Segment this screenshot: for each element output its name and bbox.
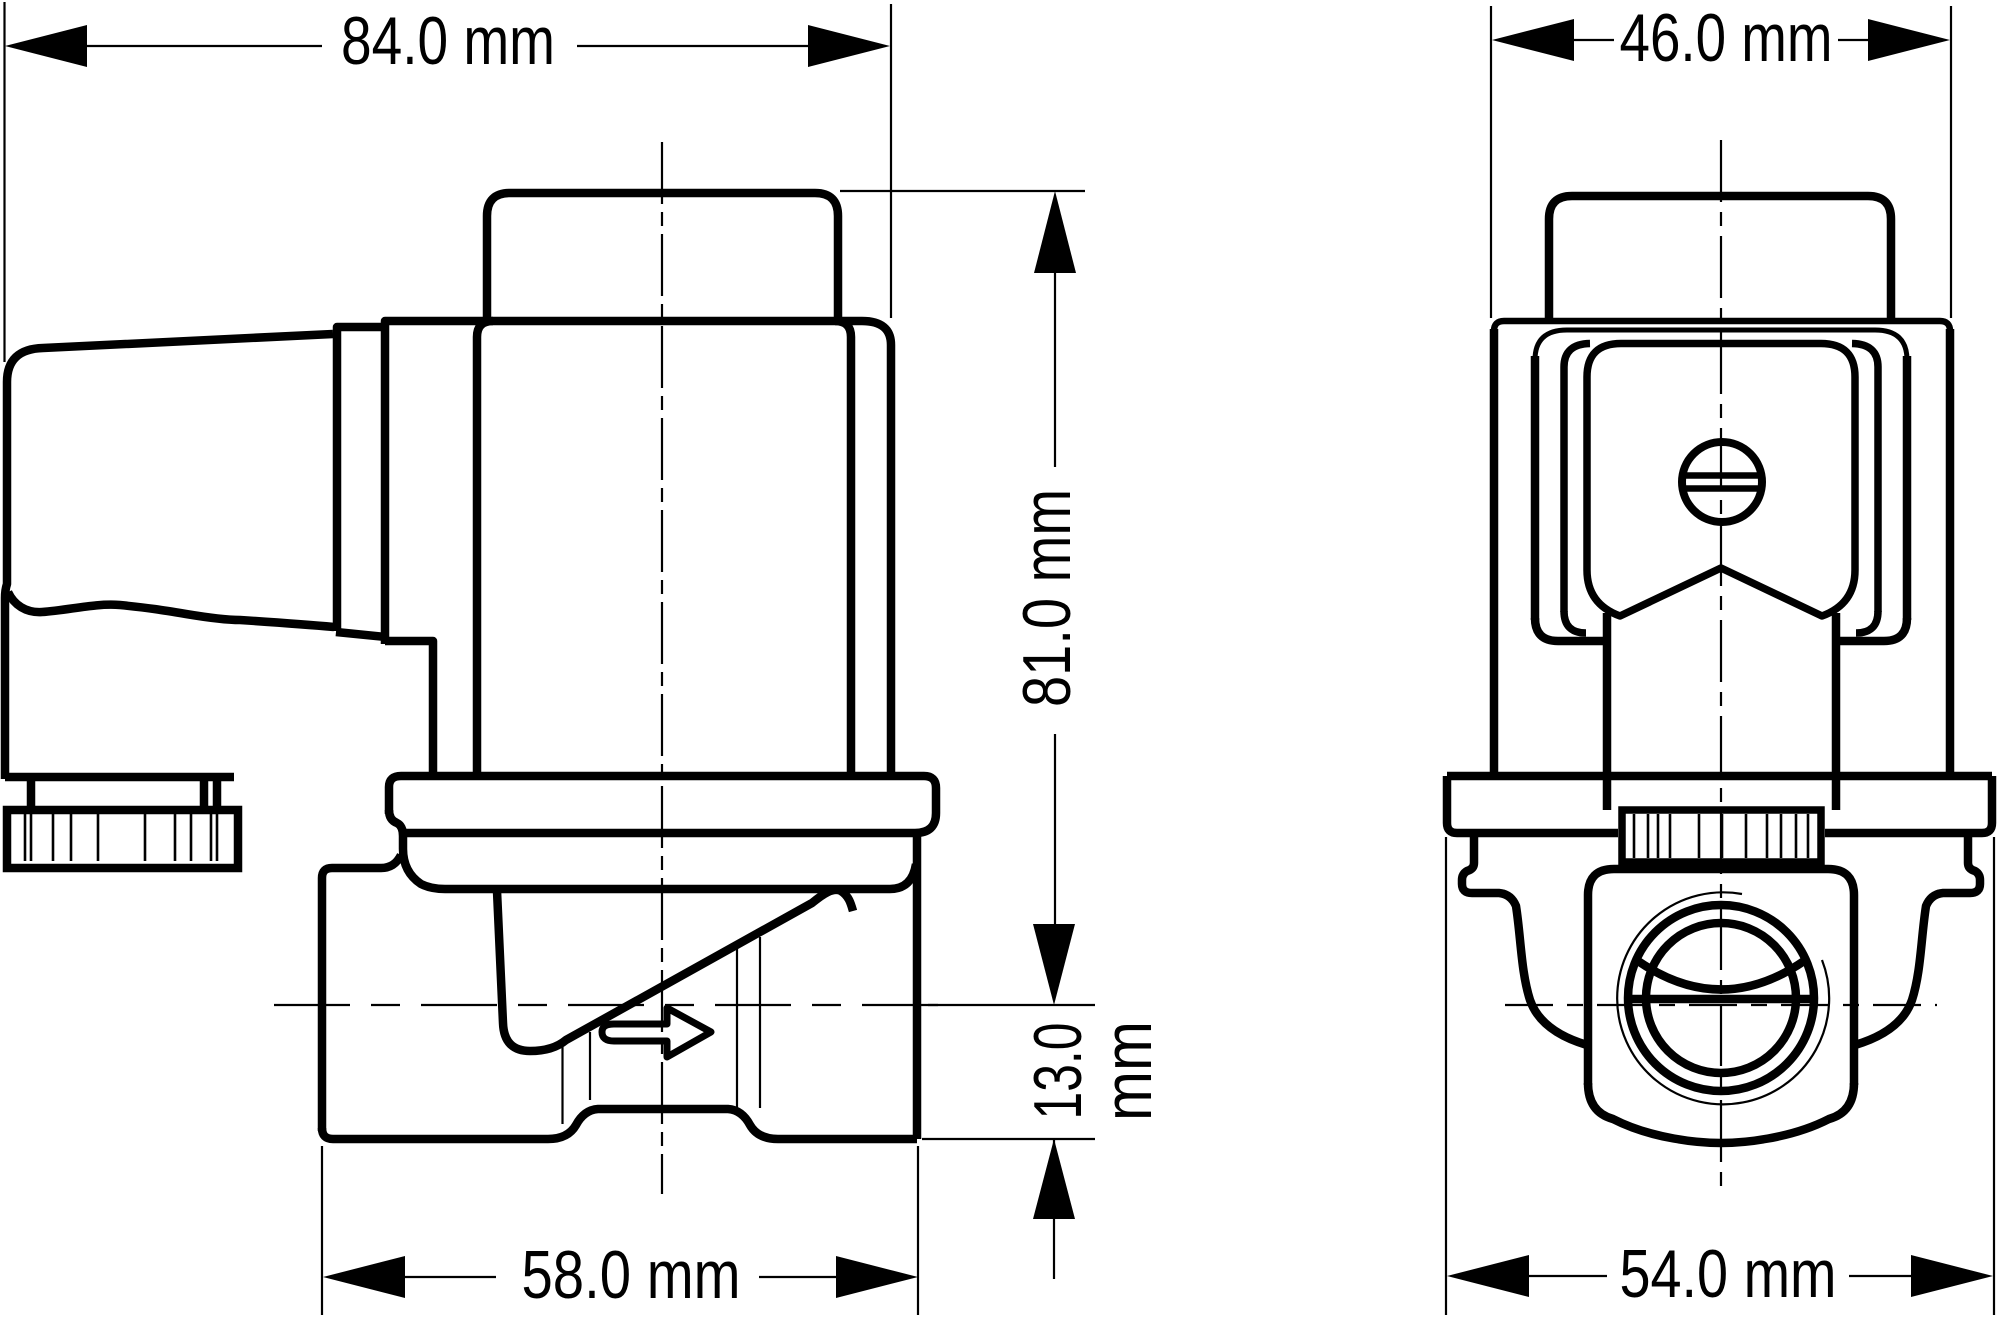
svg-text:54.0 mm: 54.0 mm <box>1620 1236 1837 1312</box>
svg-text:13.0: 13.0 <box>1020 1023 1096 1120</box>
svg-text:46.0 mm: 46.0 mm <box>1620 0 1833 76</box>
svg-text:mm: mm <box>1090 1021 1166 1121</box>
svg-text:84.0 mm: 84.0 mm <box>341 3 555 79</box>
svg-text:81.0 mm: 81.0 mm <box>1009 489 1085 707</box>
svg-text:58.0 mm: 58.0 mm <box>522 1237 741 1313</box>
